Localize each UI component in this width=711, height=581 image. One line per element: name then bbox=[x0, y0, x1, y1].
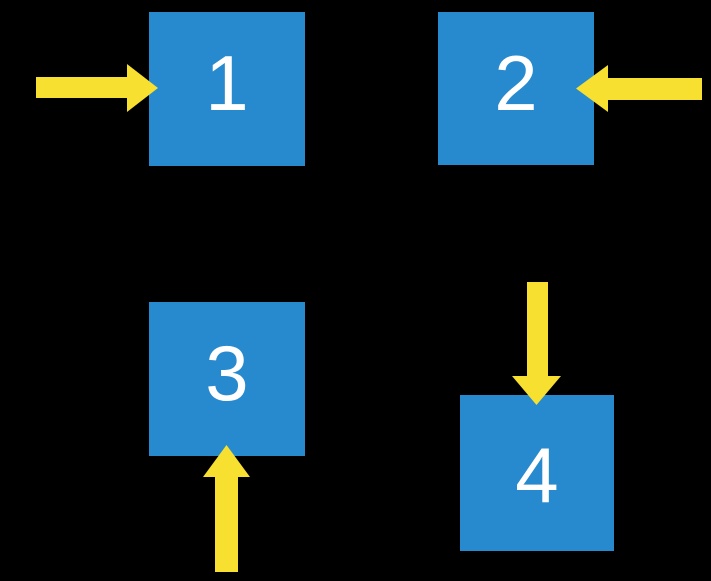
arrow-up-icon bbox=[203, 445, 250, 572]
square-1-label: 1 bbox=[205, 39, 249, 127]
square-2-label: 2 bbox=[494, 38, 538, 127]
square-3-label: 3 bbox=[205, 329, 249, 417]
square-1: 1 bbox=[149, 12, 305, 166]
square-4-label: 4 bbox=[515, 431, 559, 519]
arrow-left-icon bbox=[576, 65, 702, 112]
square-3: 3 bbox=[149, 302, 305, 456]
arrow-right-icon bbox=[36, 64, 158, 112]
arrow-down-icon bbox=[512, 282, 561, 405]
square-4: 4 bbox=[460, 395, 614, 551]
square-2: 2 bbox=[438, 12, 594, 165]
